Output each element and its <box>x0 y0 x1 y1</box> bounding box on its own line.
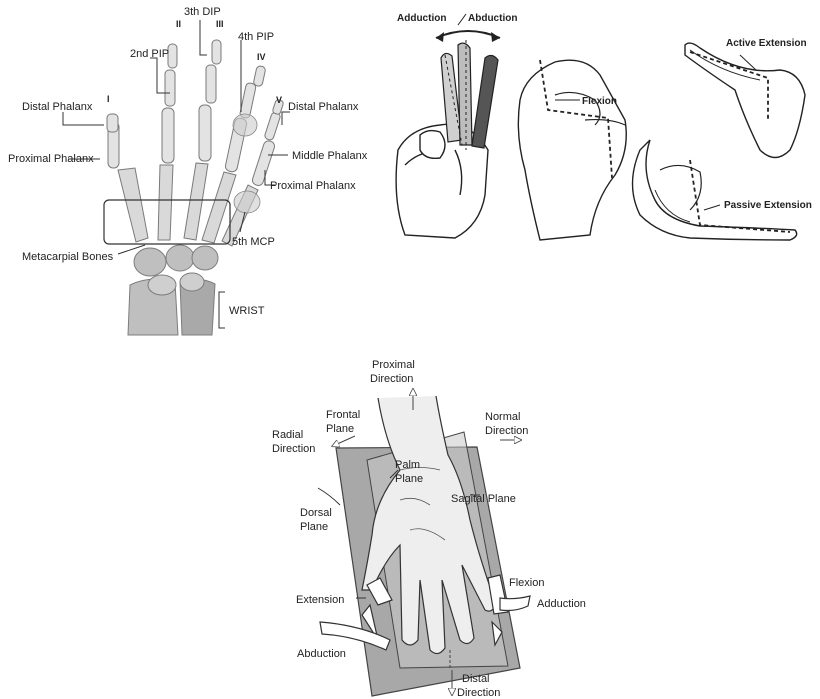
extension-panel: Active Extension Passive Extension <box>633 38 812 240</box>
label-wrist: WRIST <box>229 305 265 317</box>
label-proximal-phalanx-left: Proximal Phalanx <box>8 153 94 165</box>
wrist-bones <box>128 245 218 335</box>
label-metacarpal-bones: Metacarpial Bones <box>22 251 114 263</box>
label-middle-phalanx: Middle Phalanx <box>292 150 368 162</box>
label-fifth-mcp: 5th MCP <box>232 236 275 248</box>
label-distal-phalanx-right: Distal Phalanx <box>288 101 359 113</box>
label-dorsal-plane-1: Dorsal <box>300 507 332 519</box>
adduction-abduction-panel: Adduction Abduction <box>396 13 517 238</box>
label-palm-plane-1: Palm <box>395 459 420 471</box>
label-flexion: Flexion <box>582 96 617 107</box>
flexion-panel: Flexion <box>518 60 626 240</box>
label-second-pip: 2nd PIP <box>130 48 169 60</box>
label-distal-phalanx-left: Distal Phalanx <box>22 101 93 113</box>
label-passive-extension: Passive Extension <box>724 200 812 211</box>
label-radial-direction-1: Radial <box>272 429 303 441</box>
label-distal-direction-1: Distal <box>462 673 490 685</box>
finger-label-i: I <box>107 94 110 104</box>
label-radial-direction-2: Direction <box>272 443 315 455</box>
label-flexion-plane: Flexion <box>509 577 544 589</box>
label-third-dip: 3th DIP <box>184 6 221 18</box>
label-dorsal-plane-2: Plane <box>300 521 328 533</box>
finger-label-iii: III <box>216 19 224 29</box>
label-frontal-plane-2: Plane <box>326 423 354 435</box>
label-fourth-pip: 4th PIP <box>238 31 274 43</box>
label-proximal-direction-2: Direction <box>370 373 413 385</box>
label-proximal-direction-1: Proximal <box>372 359 415 371</box>
label-normal-direction-1: Normal <box>485 411 520 423</box>
label-abduction: Abduction <box>468 13 517 24</box>
ring-finger <box>472 55 498 148</box>
label-adduction-plane: Adduction <box>537 598 586 610</box>
label-frontal-plane-1: Frontal <box>326 409 360 421</box>
label-active-extension: Active Extension <box>726 38 807 49</box>
fourth-pip-marker <box>233 114 257 136</box>
label-distal-direction-2: Direction <box>457 687 500 699</box>
label-adduction: Adduction <box>397 13 446 24</box>
finger-label-iv: IV <box>257 52 266 62</box>
label-abduction-plane: Abduction <box>297 648 346 660</box>
finger-label-v: V <box>276 95 282 105</box>
hand-skeleton-panel: I II III IV V 3th DIP 2nd PIP 4th PIP Di… <box>8 0 368 335</box>
finger-label-ii: II <box>176 19 181 29</box>
label-proximal-phalanx-right: Proximal Phalanx <box>270 180 356 192</box>
planes-panel: Proximal Direction Frontal Plane Normal … <box>272 359 586 699</box>
fifth-mcp-marker <box>234 191 260 213</box>
label-sagital-plane: Sagital Plane <box>451 493 516 505</box>
label-extension: Extension <box>296 594 344 606</box>
middle-finger <box>458 43 472 145</box>
label-normal-direction-2: Direction <box>485 425 528 437</box>
label-palm-plane-2: Plane <box>395 473 423 485</box>
